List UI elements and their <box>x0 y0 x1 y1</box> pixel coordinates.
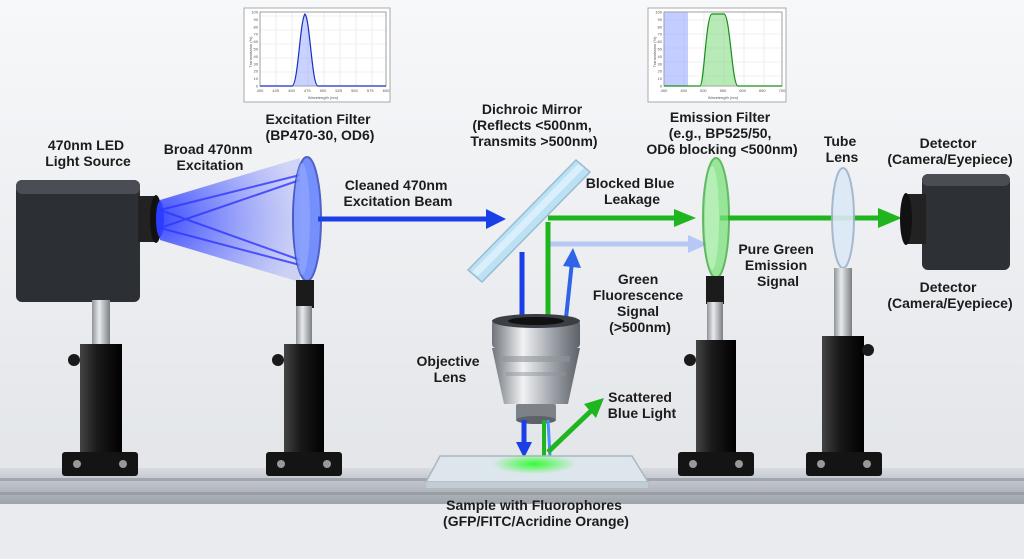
label-broad-excitation: Broad 470nm Excitation <box>164 141 257 173</box>
tick-label: 425 <box>272 88 279 93</box>
excitation-xticks: 400 425 450 475 500 525 550 575 600 <box>257 88 390 93</box>
excitation-spectrum-plot: Transmission (%) Wavelength (nm) 100 90 80… <box>244 8 390 102</box>
tick-label: 10 <box>658 76 663 81</box>
tube-lens <box>832 168 854 268</box>
excitation-filter <box>293 157 321 281</box>
label-tube-lens: Tube Lens <box>824 133 860 165</box>
emission-xlabel: Wavelength (nm) <box>708 95 739 100</box>
tick-label: 70 <box>254 32 259 37</box>
sample-slide <box>426 454 648 488</box>
tick-label: 20 <box>254 69 259 74</box>
emission-filter <box>703 158 729 278</box>
tick-label: 10 <box>254 76 259 81</box>
tick-label: 100 <box>655 10 662 15</box>
excitation-ylabel: Transmission (%) <box>248 36 253 68</box>
emission-blocked-region <box>664 12 688 86</box>
tick-label: 20 <box>658 69 663 74</box>
tick-label: 500 <box>700 88 707 93</box>
tick-label: 90 <box>254 17 259 22</box>
tick-label: 400 <box>257 88 264 93</box>
label-sample: Sample with Fluorophores (GFP/FITC/Acrid… <box>443 497 629 529</box>
excitation-xlabel: Wavelength (nm) <box>308 95 339 100</box>
tick-label: 60 <box>254 39 259 44</box>
tick-label: 550 <box>720 88 727 93</box>
tick-label: 40 <box>254 54 259 59</box>
tick-label: 100 <box>251 10 258 15</box>
tick-label: 30 <box>658 61 663 66</box>
tick-label: 525 <box>335 88 342 93</box>
tick-label: 550 <box>351 88 358 93</box>
tick-label: 575 <box>367 88 374 93</box>
tick-label: 700 <box>779 88 786 93</box>
tick-label: 650 <box>759 88 766 93</box>
tick-label: 30 <box>254 61 259 66</box>
label-scattered-blue-light: Scattered Blue Light <box>608 389 677 421</box>
tick-label: 80 <box>254 24 259 29</box>
tick-label: 40 <box>658 54 663 59</box>
tick-label: 400 <box>661 88 668 93</box>
tick-label: 90 <box>658 17 663 22</box>
label-led-light-source: 470nm LED Light Source <box>45 137 131 169</box>
tick-label: 475 <box>304 88 311 93</box>
tick-label: 600 <box>739 88 746 93</box>
emission-ylabel: Transmission (%) <box>652 36 657 68</box>
label-excitation-filter: Excitation Filter (BP470-30, OD6) <box>266 111 375 143</box>
tick-label: 450 <box>680 88 687 93</box>
tick-label: 70 <box>658 32 663 37</box>
tick-label: 80 <box>658 24 663 29</box>
tick-label: 60 <box>658 39 663 44</box>
tick-label: 50 <box>658 47 663 52</box>
tick-label: 450 <box>288 88 295 93</box>
tick-label: 500 <box>320 88 327 93</box>
tick-label: 600 <box>383 88 390 93</box>
emission-spectrum-plot: Transmission (%) Wavelength (nm) 100 90 80… <box>648 8 786 102</box>
label-dichroic-mirror: Dichroic Mirror (Reflects <500nm, Transm… <box>470 101 597 149</box>
label-cleaned-excitation-beam: Cleaned 470nm Excitation Beam <box>344 177 453 209</box>
tick-label: 50 <box>254 47 259 52</box>
